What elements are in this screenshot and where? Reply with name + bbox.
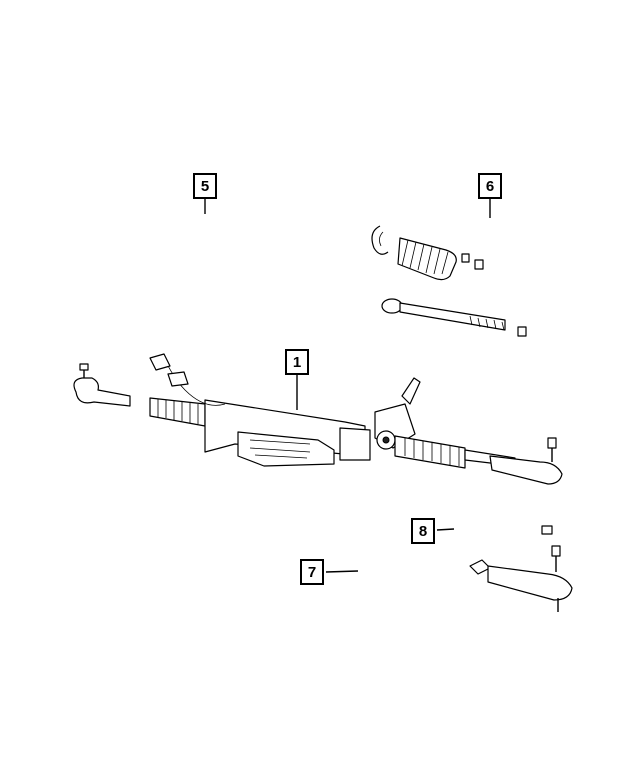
callout-1: 1 <box>285 349 309 375</box>
inner-tie-rod-part <box>381 298 527 337</box>
bellows-boot-part <box>371 225 484 281</box>
leader-line-7 <box>325 570 359 573</box>
leader-line-8 <box>436 528 455 531</box>
outer-tie-rod-end-part <box>469 525 573 612</box>
callout-6: 6 <box>478 173 502 199</box>
callout-5: 5 <box>193 173 217 199</box>
steering-rack-part <box>73 353 563 485</box>
callout-7: 7 <box>300 559 324 585</box>
callout-8: 8 <box>411 518 435 544</box>
